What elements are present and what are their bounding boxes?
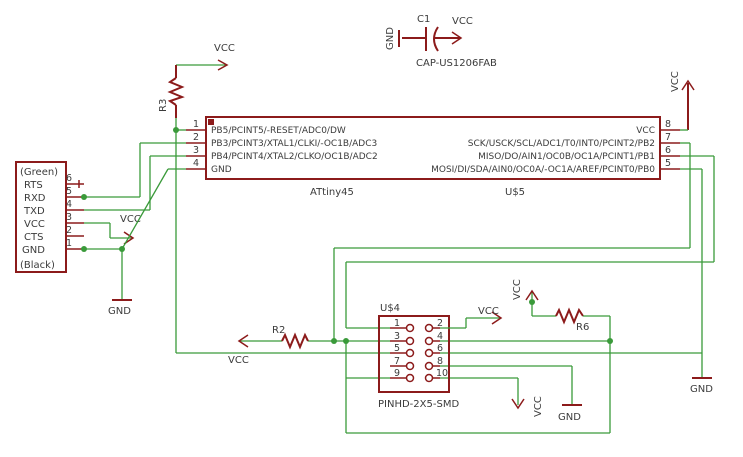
ftdi-pin-gnd: GND bbox=[22, 245, 45, 256]
capacitor-c1[interactable]: C1 VCC GND CAP-US1206FAB bbox=[385, 14, 497, 69]
ftdi-pin-vcc: VCC bbox=[24, 219, 45, 230]
ftdi-pin-num-4: 4 bbox=[66, 199, 72, 210]
isp-pin-num-10: 10 bbox=[436, 368, 448, 379]
mcu-ref-label: U$5 bbox=[505, 187, 525, 198]
ftdi-header[interactable]: (Green) RTS RXD TXD VCC CTS GND (Black) … bbox=[15, 161, 141, 317]
c1-gnd-label: GND bbox=[385, 27, 396, 50]
r3-ref-label: R3 bbox=[158, 99, 169, 112]
r3-vcc-label: VCC bbox=[214, 43, 235, 54]
isp-vcc-bottom-label: VCC bbox=[533, 396, 544, 417]
pin1-marker bbox=[208, 119, 214, 125]
r6-ref-label: R6 bbox=[576, 322, 589, 333]
mcu-pin-num-8: 8 bbox=[665, 119, 671, 130]
mcu-vcc-label: VCC bbox=[670, 71, 681, 92]
isp-body bbox=[378, 315, 450, 393]
mcu-pin-num-5: 5 bbox=[665, 158, 671, 169]
isp-pin-num-3: 3 bbox=[394, 331, 400, 342]
isp-pin-num-7: 7 bbox=[394, 356, 400, 367]
isp-gnd-label: GND bbox=[558, 412, 581, 423]
mcu-pin-name-3: PB4/PCINT4/XTAL2/CLKO/OC1B/ADC2 bbox=[211, 152, 378, 162]
isp-pin-num-4: 4 bbox=[437, 331, 443, 342]
c1-vcc-label: VCC bbox=[452, 16, 473, 27]
mcu-pin-num-4: 4 bbox=[193, 158, 199, 169]
mcu-pin-num-7: 7 bbox=[665, 132, 671, 143]
mcu-value-label: ATtiny45 bbox=[310, 187, 354, 198]
mcu-pin-name-8: VCC bbox=[636, 126, 655, 136]
mcu-pin-num-6: 6 bbox=[665, 145, 671, 156]
isp-pin-num-1: 1 bbox=[394, 318, 400, 329]
ftdi-vcc-label: VCC bbox=[120, 214, 141, 225]
resistor-r6[interactable]: VCC R6 GND bbox=[512, 279, 713, 395]
mcu-pin-name-2: PB3/PCINT3/XTAL1/CLKI/-OC1B/ADC3 bbox=[211, 139, 377, 149]
ftdi-pin-rxd: RXD bbox=[24, 193, 46, 204]
mcu-body bbox=[205, 116, 661, 180]
ftdi-pin-num-6: 6 bbox=[66, 173, 72, 184]
ftdi-pin-txd: TXD bbox=[23, 206, 45, 217]
ftdi-pin-rts: RTS bbox=[24, 180, 43, 191]
r6-vcc-label: VCC bbox=[512, 279, 523, 300]
ftdi-pin-num-2: 2 bbox=[66, 225, 72, 236]
resistor-r2[interactable]: R2 VCC bbox=[228, 325, 309, 366]
ftdi-pin-num-5: 5 bbox=[66, 186, 72, 197]
attiny45-chip[interactable]: 1 2 3 4 PB5/PCINT5/-RESET/ADC0/DW PB3/PC… bbox=[186, 71, 695, 198]
isp-header[interactable]: U$4 PINHD-2X5-SMD 1 3 5 7 9 2 4 6 8 10 bbox=[378, 303, 582, 423]
isp-ref-label: U$4 bbox=[380, 303, 400, 314]
mcu-pin-name-1: PB5/PCINT5/-RESET/ADC0/DW bbox=[211, 126, 346, 136]
mcu-pin-name-7: SCK/USCK/SCL/ADC1/T0/INT0/PCINT2/PB2 bbox=[468, 139, 655, 149]
isp-pin-num-9: 9 bbox=[394, 368, 400, 379]
nets bbox=[81, 118, 715, 434]
mcu-pin-num-1: 1 bbox=[193, 119, 199, 130]
ftdi-pin-num-3: 3 bbox=[66, 212, 72, 223]
r6-gnd-label: GND bbox=[690, 384, 713, 395]
isp-pin-num-2: 2 bbox=[437, 318, 443, 329]
r2-ref-label: R2 bbox=[272, 325, 285, 336]
isp-pin-num-8: 8 bbox=[437, 356, 443, 367]
mcu-pin-num-3: 3 bbox=[193, 145, 199, 156]
ftdi-body bbox=[15, 161, 67, 273]
mcu-pin-name-5: MOSI/DI/SDA/AIN0/OC0A/-OC1A/AREF/PCINT0/… bbox=[431, 165, 655, 175]
r2-vcc-label: VCC bbox=[228, 355, 249, 366]
c1-ref-label: C1 bbox=[417, 14, 430, 25]
mcu-pin-name-6: MISO/DO/AIN1/OC0B/OC1A/PCINT1/PB1 bbox=[478, 152, 655, 162]
resistor-r3[interactable]: VCC R3 bbox=[158, 43, 235, 118]
isp-vcc-label: VCC bbox=[478, 306, 499, 317]
c1-value-label: CAP-US1206FAB bbox=[416, 58, 497, 69]
isp-pin-num-5: 5 bbox=[394, 343, 400, 354]
mcu-pin-name-4: GND bbox=[211, 165, 232, 175]
ftdi-top-label: (Green) bbox=[20, 167, 58, 178]
ftdi-pin-cts: CTS bbox=[24, 232, 43, 243]
ftdi-gnd-label: GND bbox=[108, 306, 131, 317]
isp-pin-num-6: 6 bbox=[437, 343, 443, 354]
isp-value-label: PINHD-2X5-SMD bbox=[378, 399, 459, 410]
ftdi-pin-num-1: 1 bbox=[66, 238, 72, 249]
ftdi-bottom-label: (Black) bbox=[20, 260, 55, 271]
mcu-pin-num-2: 2 bbox=[193, 132, 199, 143]
